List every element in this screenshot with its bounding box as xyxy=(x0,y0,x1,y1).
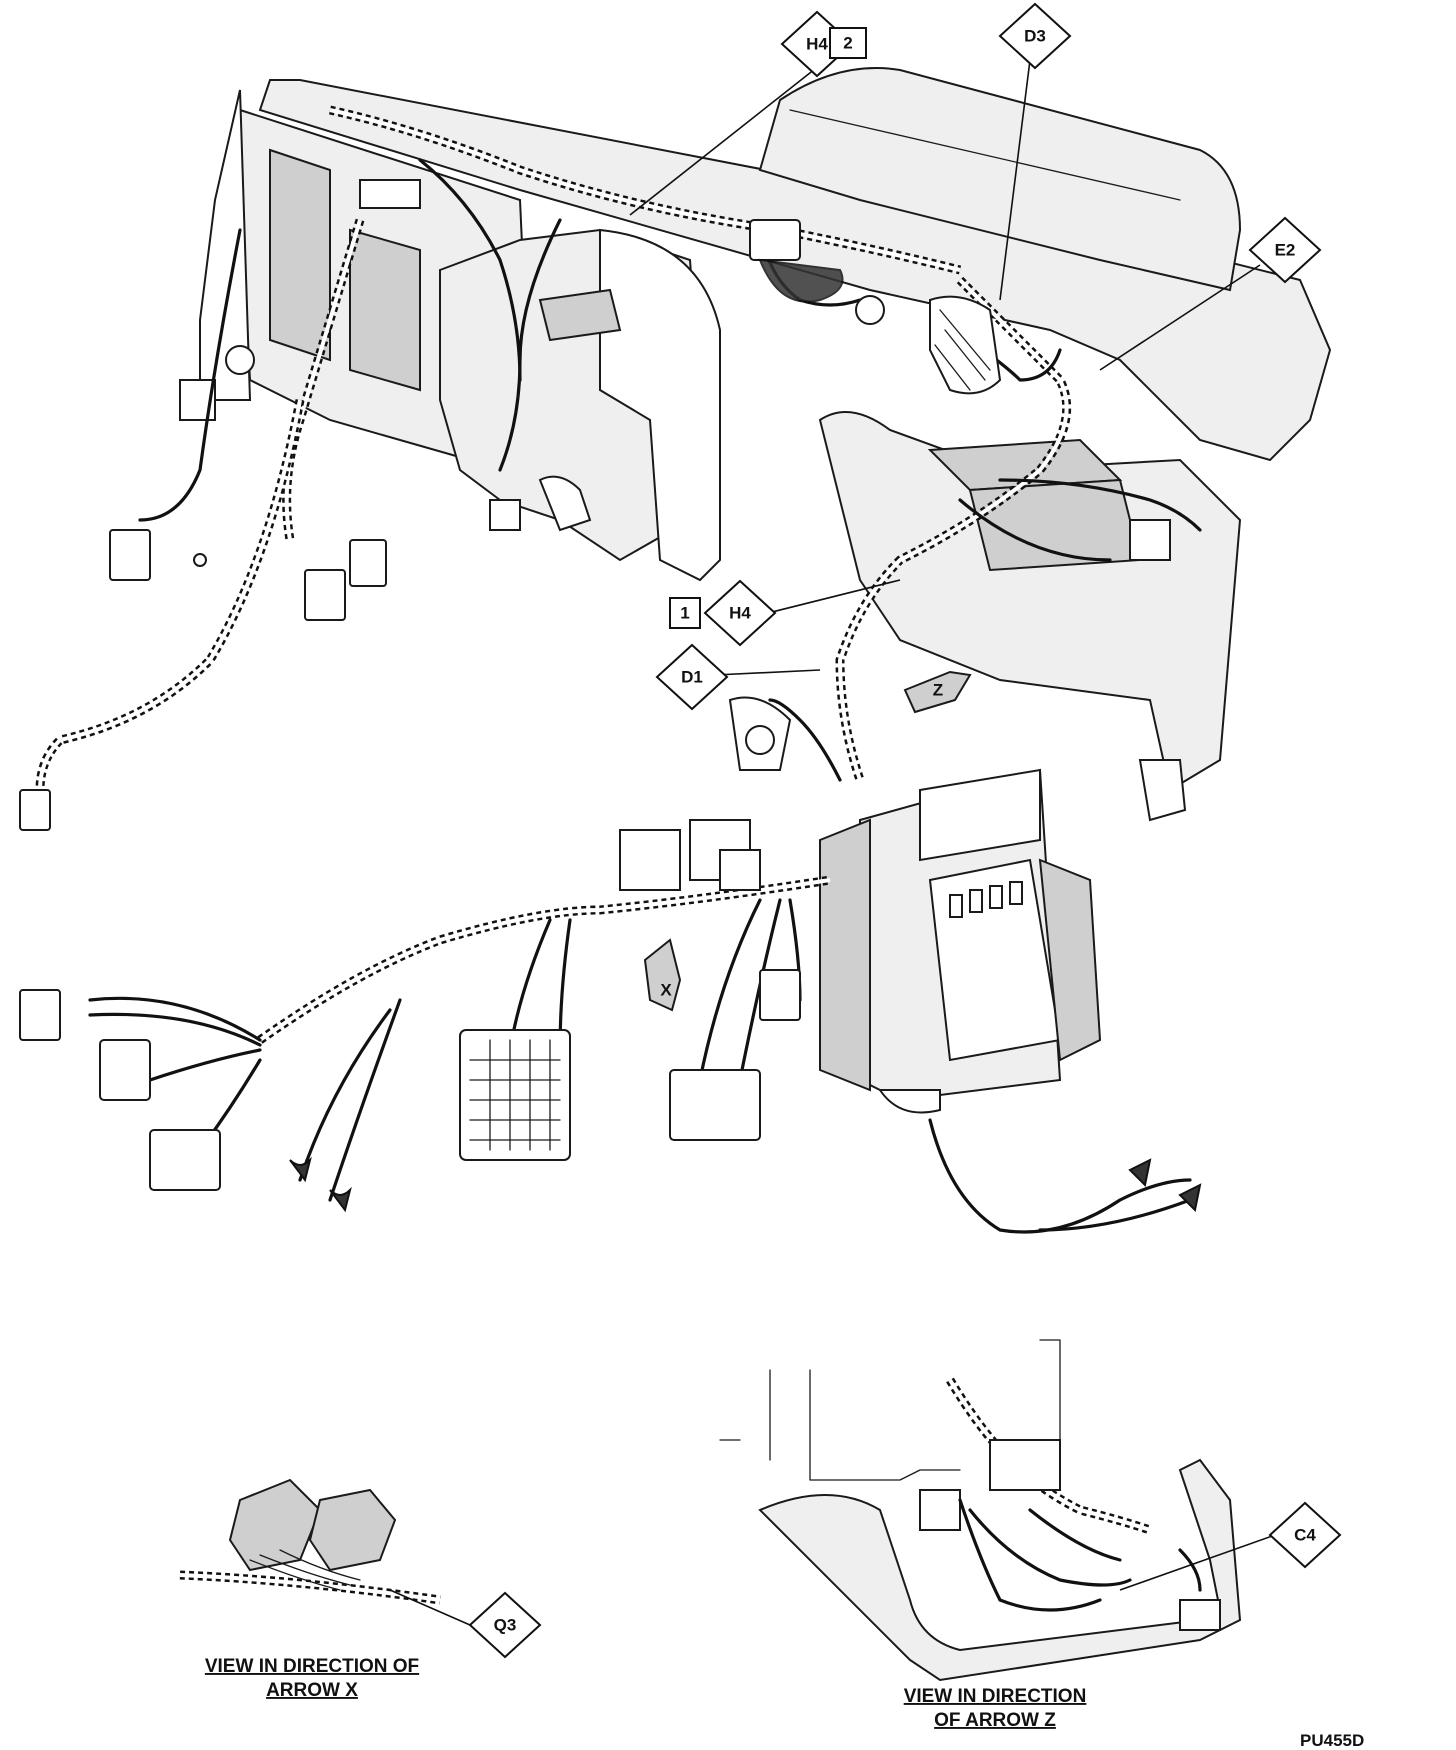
caption-view-z-line2: OF ARROW Z xyxy=(934,1710,1056,1731)
callout-h4-mid-label: H4 xyxy=(729,604,751,623)
callout-h4-top: H4 2 xyxy=(780,10,867,78)
callout-h4-mid-number: 1 xyxy=(680,604,689,623)
arrow-z-marker: Z xyxy=(903,670,972,714)
fuse-box xyxy=(819,768,1102,1114)
figure-code: PU455D xyxy=(1300,1731,1364,1750)
caption-view-x-line2: ARROW X xyxy=(266,1680,358,1701)
callout-d1-label: D1 xyxy=(681,668,703,687)
callout-q3: Q3 xyxy=(468,1591,542,1659)
callout-c4-label: C4 xyxy=(1294,1526,1316,1545)
callout-h4-top-number: 2 xyxy=(843,34,852,53)
detail-view-z xyxy=(719,1339,1242,1682)
lower-connectors xyxy=(19,696,1202,1213)
callout-h4-top-label: H4 xyxy=(806,35,828,54)
callout-e2: E2 xyxy=(1248,216,1322,284)
caption-view-x-line1: VIEW IN DIRECTION OF xyxy=(205,1656,419,1677)
arrow-x-label: X xyxy=(660,981,672,1000)
callout-d1: D1 xyxy=(655,643,729,711)
callout-d3: D3 xyxy=(998,2,1072,70)
caption-view-z-line1: VIEW IN DIRECTION xyxy=(904,1686,1087,1707)
callout-h4-mid: 1 H4 xyxy=(669,579,777,647)
callout-e2-label: E2 xyxy=(1275,241,1296,260)
callout-c4: C4 xyxy=(1268,1501,1342,1569)
arrow-x-marker: X xyxy=(643,938,682,1012)
upper-harness xyxy=(35,105,1202,791)
callout-d3-label: D3 xyxy=(1024,27,1046,46)
upper-connectors xyxy=(19,179,1171,831)
callout-q3-label: Q3 xyxy=(494,1616,517,1635)
detail-view-x xyxy=(179,1478,441,1605)
arrow-z-label: Z xyxy=(933,681,943,700)
